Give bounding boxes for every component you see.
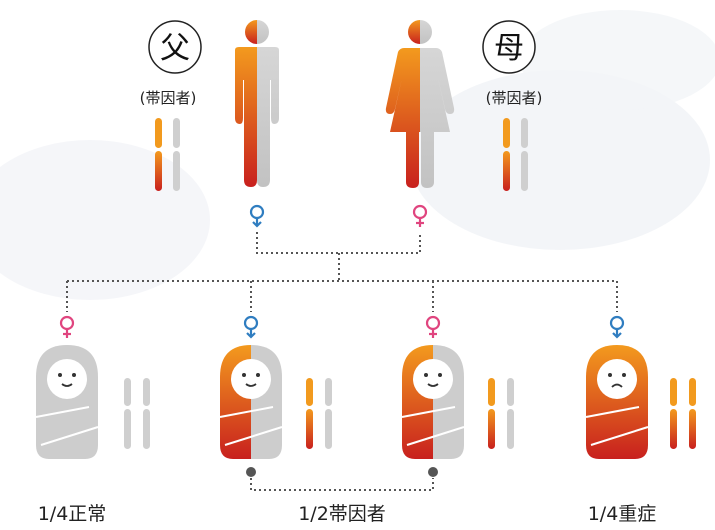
baby-icon	[35, 345, 99, 459]
chromosome-icon	[670, 378, 677, 406]
pedigree-connectors	[66, 232, 618, 491]
chromosome-icon	[325, 378, 332, 406]
male-symbol-icon	[609, 315, 625, 339]
mother-chromosomes	[503, 118, 528, 191]
chromosome-icon	[325, 409, 332, 449]
carrier-bracket-dot	[428, 467, 438, 477]
father-chromosomes	[155, 118, 180, 191]
chromosome-icon	[143, 378, 150, 406]
chromosome-icon	[155, 151, 162, 191]
father-status-label: (帯因者)	[140, 89, 197, 107]
mother-status-label: (帯因者)	[486, 89, 543, 107]
child2-chromosomes	[306, 378, 332, 449]
father-circle-badge: 父	[148, 20, 202, 74]
female-symbol-icon	[249, 204, 265, 228]
father-glyph: 父	[160, 31, 190, 66]
baby-icon	[585, 345, 649, 459]
outcome-normal-label: 1/4正常	[38, 503, 107, 525]
chromosome-icon	[670, 409, 677, 449]
chromosome-icon	[306, 409, 313, 449]
chromosome-icon	[689, 378, 696, 406]
child1-chromosomes	[124, 378, 150, 449]
mother-glyph: 母	[494, 31, 524, 66]
chromosome-icon	[173, 118, 180, 148]
chromosome-icon	[173, 151, 180, 191]
male-symbol-icon	[243, 315, 259, 339]
chromosome-icon	[689, 409, 696, 449]
chromosome-icon	[143, 409, 150, 449]
baby-icon	[219, 345, 283, 459]
chromosome-icon	[124, 409, 131, 449]
child3-chromosomes	[488, 378, 514, 449]
female-symbol-icon	[425, 315, 441, 338]
chromosome-icon	[488, 378, 495, 406]
outcome-affected-label: 1/4重症	[588, 503, 657, 525]
chromosome-icon	[124, 378, 131, 406]
baby-icon	[401, 345, 465, 459]
chromosome-icon	[521, 151, 528, 191]
child4-chromosomes	[670, 378, 696, 449]
chromosome-icon	[507, 378, 514, 406]
chromosome-icon	[488, 409, 495, 449]
chromosome-icon	[503, 151, 510, 191]
chromosome-icon	[306, 378, 313, 406]
female-symbol-icon	[59, 315, 75, 338]
chromosome-icon	[521, 118, 528, 148]
outcome-carrier-label: 1/2帯因者	[298, 503, 386, 525]
carrier-bracket-dot	[246, 467, 256, 477]
chromosome-icon	[507, 409, 514, 449]
mother-circle-badge: 母	[482, 20, 536, 74]
chromosome-icon	[503, 118, 510, 148]
chromosome-icon	[155, 118, 162, 148]
female-symbol-icon	[412, 204, 428, 227]
